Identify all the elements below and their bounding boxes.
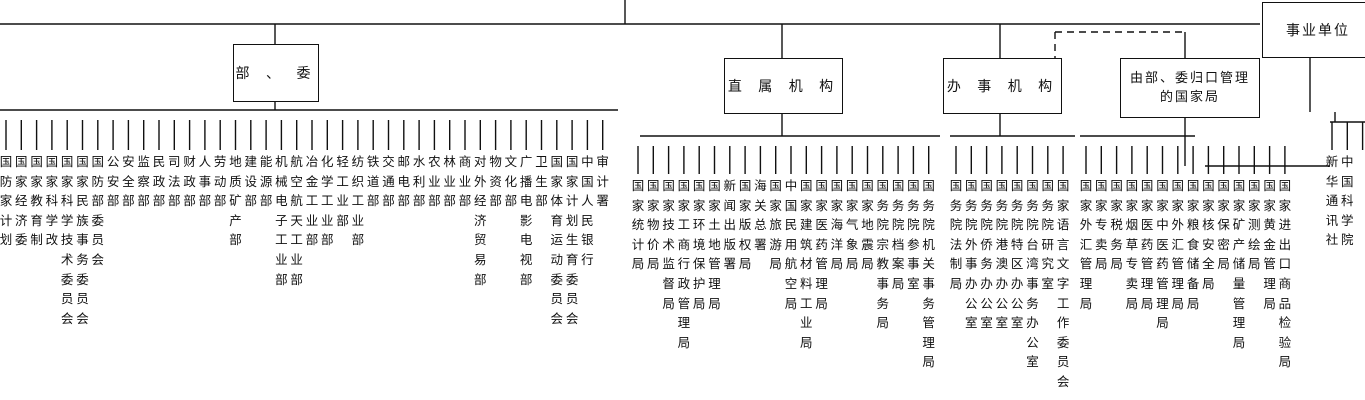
ministry-column: 对外经济贸易部	[474, 154, 487, 287]
ministry-column: 轻工业部	[336, 154, 349, 228]
direct-agencies-box: 直 属 机 构	[724, 58, 843, 114]
ministry-column: 民政部	[152, 154, 166, 209]
ministry-column: 监察部	[137, 154, 150, 209]
direct-column: 国家地震局	[861, 178, 874, 272]
ministry-column: 国家经济委	[15, 154, 28, 248]
direct-column: 国家环境保护局	[692, 178, 706, 311]
office-column: 国务院特区办公室	[1010, 178, 1024, 331]
bureau-column: 国家医药管理局	[1140, 178, 1154, 311]
ministry-column: 审计署	[596, 154, 609, 209]
ministry-column: 地质矿产部	[229, 154, 242, 248]
ministry-column: 卫生部	[535, 154, 548, 209]
institution-column: 新华通讯社	[1325, 154, 1339, 248]
direct-column: 国家建筑材料工业局	[800, 178, 813, 350]
office-column: 国务院侨务办公室	[980, 178, 993, 331]
bureau-column: 国家保密局	[1217, 178, 1230, 272]
direct-column: 中国民用航空局	[784, 178, 798, 311]
ministry-column: 农业部	[428, 154, 441, 209]
ministry-column: 公安部	[106, 154, 120, 209]
ministry-column: 司法部	[168, 154, 181, 209]
ministry-column: 国家民族事务委员会	[76, 154, 89, 326]
bureau-column: 国家税务局	[1110, 178, 1123, 272]
ministry-column: 劳动部	[213, 154, 227, 209]
ministry-column: 文化部	[504, 154, 518, 209]
ministry-column: 纺织工业部	[351, 154, 365, 248]
ministries-box: 部 、 委	[233, 44, 319, 102]
ministry-column: 国家教育制	[30, 154, 43, 248]
ministry-column: 水利部	[412, 154, 426, 209]
ministry-column: 国家体育运动委员会	[550, 154, 564, 326]
ministry-column: 冶金工业部	[305, 154, 319, 248]
direct-column: 国务院参事室	[907, 178, 920, 291]
direct-column: 国家医药管理局	[815, 178, 828, 311]
direct-column: 国务院机关事务管理局	[922, 178, 935, 370]
direct-column: 国家统计局	[631, 178, 645, 272]
ministry-column: 安全部	[122, 154, 135, 209]
ministry-column: 建设部	[244, 154, 258, 209]
ministry-column: 财政部	[183, 154, 196, 209]
ministry-column: 邮电部	[397, 154, 411, 209]
ministry-column: 国家科学技术委员会	[60, 154, 74, 326]
direct-column: 海关总署	[754, 178, 767, 252]
institutions-box: 事业单位	[1262, 2, 1365, 58]
ministry-column: 商业部	[458, 154, 472, 209]
bureau-column: 国家专卖局	[1095, 178, 1108, 272]
ministry-column: 铁道部	[366, 154, 380, 209]
office-agencies-box: 办 事 机 构	[943, 58, 1062, 114]
ministry-column: 物资部	[489, 154, 502, 209]
office-column: 国务院研究室	[1041, 178, 1055, 291]
bureau-column: 国家粮食储备局	[1186, 178, 1200, 311]
office-column: 国务院法制局	[949, 178, 963, 291]
ministry-column: 国家科学改	[45, 154, 59, 248]
bureau-column: 国家黄金管理局	[1263, 178, 1276, 311]
office-column: 国务院外事办公室	[965, 178, 978, 331]
bureau-column: 国家矿产储量管理局	[1232, 178, 1246, 350]
direct-column: 国家版权局	[738, 178, 752, 272]
ministry-column: 人事部	[198, 154, 212, 209]
ministry-column: 能源部	[259, 154, 273, 209]
institution-column: 中国科学院	[1341, 154, 1354, 248]
direct-column: 国家工商行政管理局	[677, 178, 691, 350]
ministry-column: 中国人民银行	[581, 154, 594, 267]
ministry-column: 航空航天工业部	[290, 154, 303, 287]
bureau-column: 国家外汇管理局	[1171, 178, 1185, 311]
bureau-column: 国家烟草专卖局	[1125, 178, 1139, 311]
managed-bureaus-box: 由部、委归口管理 的国家局	[1120, 58, 1260, 118]
ministry-column: 国防家计划	[0, 154, 13, 248]
direct-column: 国家物价局	[647, 178, 660, 272]
direct-column: 国家旅游局	[769, 178, 782, 272]
direct-column: 新闻出版署	[723, 178, 737, 272]
ministry-column: 交通部	[382, 154, 395, 209]
office-column: 国家语言文字工作委员会	[1056, 178, 1070, 389]
direct-column: 国务院档案局	[891, 178, 905, 291]
direct-column: 国家海洋局	[830, 178, 844, 272]
managed-bureaus-line1: 由部、委归口管理	[1129, 71, 1250, 86]
direct-column: 国务院宗教事务局	[876, 178, 890, 331]
direct-column: 国家土地管理局	[708, 178, 721, 311]
direct-column: 国家技术监督局	[662, 178, 675, 311]
bureau-column: 国家测绘局	[1248, 178, 1261, 272]
ministry-column: 国防部委员会	[91, 154, 105, 267]
bureau-column: 国家核安全局	[1202, 178, 1215, 291]
direct-column: 国家气象局	[845, 178, 859, 272]
bureau-column: 国家进出口商品检验局	[1278, 178, 1292, 370]
ministry-column: 林业部	[443, 154, 456, 209]
bureau-column: 国家外汇管理局	[1079, 178, 1093, 311]
bureau-column: 国家中医药管理局	[1156, 178, 1169, 331]
ministry-column: 化学工业部	[321, 154, 334, 248]
ministry-column: 机械电子工业部	[275, 154, 288, 287]
managed-bureaus-line2: 的国家局	[1159, 90, 1220, 105]
office-column: 国务院港澳办公室	[995, 178, 1009, 331]
ministry-column: 广播电影电视部	[519, 154, 533, 287]
office-column: 国务院台湾事务办公室	[1026, 178, 1039, 370]
ministry-column: 国家计划生育委员会	[565, 154, 579, 326]
